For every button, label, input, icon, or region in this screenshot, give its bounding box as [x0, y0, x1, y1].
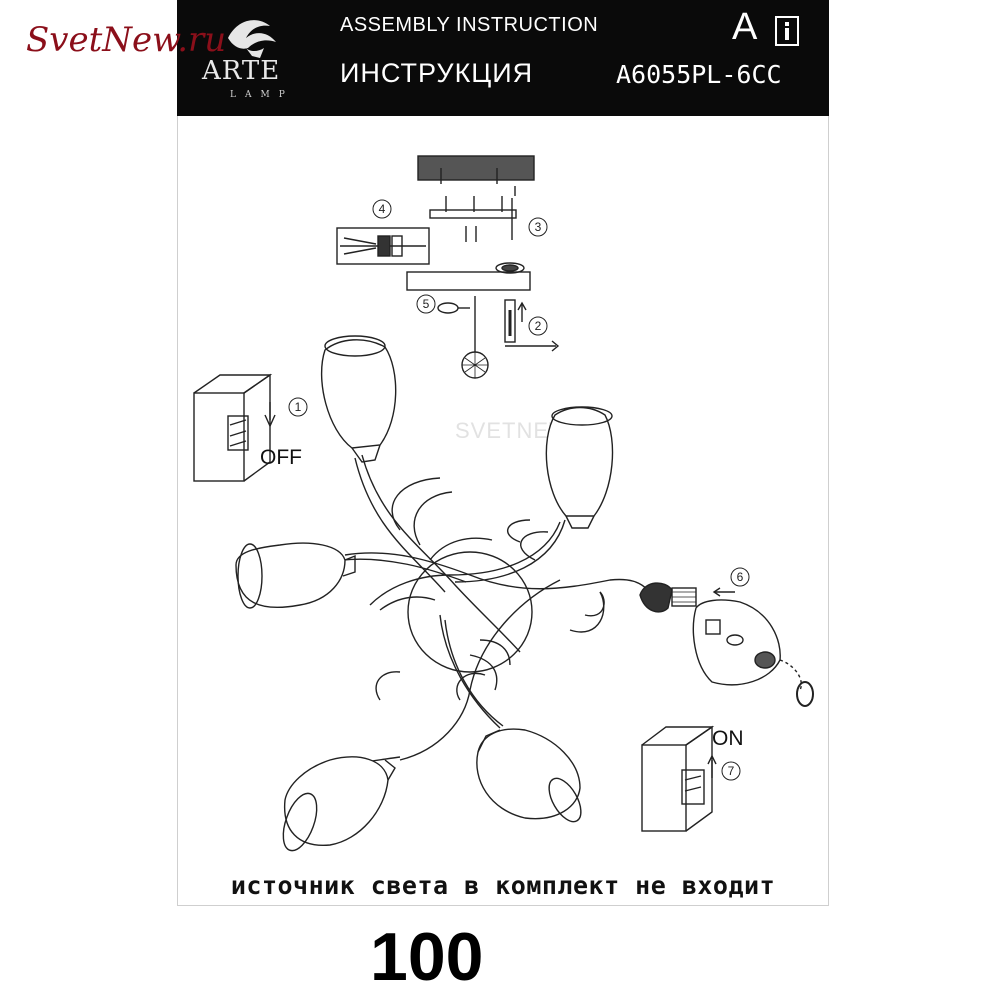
brand-name: ARTE — [202, 56, 281, 86]
switch-on-label: ON — [712, 727, 744, 750]
step-3-label: 3 — [535, 220, 542, 234]
step-5-label: 5 — [423, 297, 430, 311]
category-letter: A — [732, 6, 758, 48]
model-number: A6055PL-6CC — [616, 60, 782, 89]
site-watermark-logo: SvetNew.ru — [26, 20, 227, 60]
shade-top-left — [321, 335, 397, 463]
page-number: 100 — [370, 919, 484, 995]
switch-off — [193, 373, 276, 482]
step-2-label: 2 — [535, 319, 542, 333]
switch-on — [641, 725, 717, 832]
chandelier-frame — [341, 454, 649, 766]
pendant-ball — [461, 296, 489, 379]
shade-top-right — [545, 406, 614, 529]
light-source-notice: источник света в комплект не входит — [230, 871, 776, 900]
shade-bottom-left — [282, 756, 396, 852]
ceiling-mount — [417, 155, 535, 242]
shade-bottom-right — [476, 728, 582, 823]
pegasus-logo-icon — [228, 20, 276, 58]
brand-subtitle: LAMP — [230, 90, 294, 100]
terminal-block — [336, 227, 430, 265]
shade-left — [235, 542, 356, 609]
mounting-bracket — [504, 299, 560, 352]
title-english: ASSEMBLY INSTRUCTION — [340, 14, 599, 36]
title-russian: ИНСТРУКЦИЯ — [340, 58, 534, 88]
step-1-label: 1 — [295, 400, 302, 414]
step-6-label: 6 — [737, 570, 744, 584]
info-book-icon — [775, 16, 799, 46]
step-7-label: 7 — [728, 764, 735, 778]
shade-exploded — [639, 582, 814, 707]
switch-off-label: OFF — [260, 446, 302, 469]
canopy-base — [406, 262, 531, 314]
step-4-label: 4 — [379, 202, 386, 216]
header-bar — [177, 0, 829, 116]
step-markers — [288, 199, 750, 781]
